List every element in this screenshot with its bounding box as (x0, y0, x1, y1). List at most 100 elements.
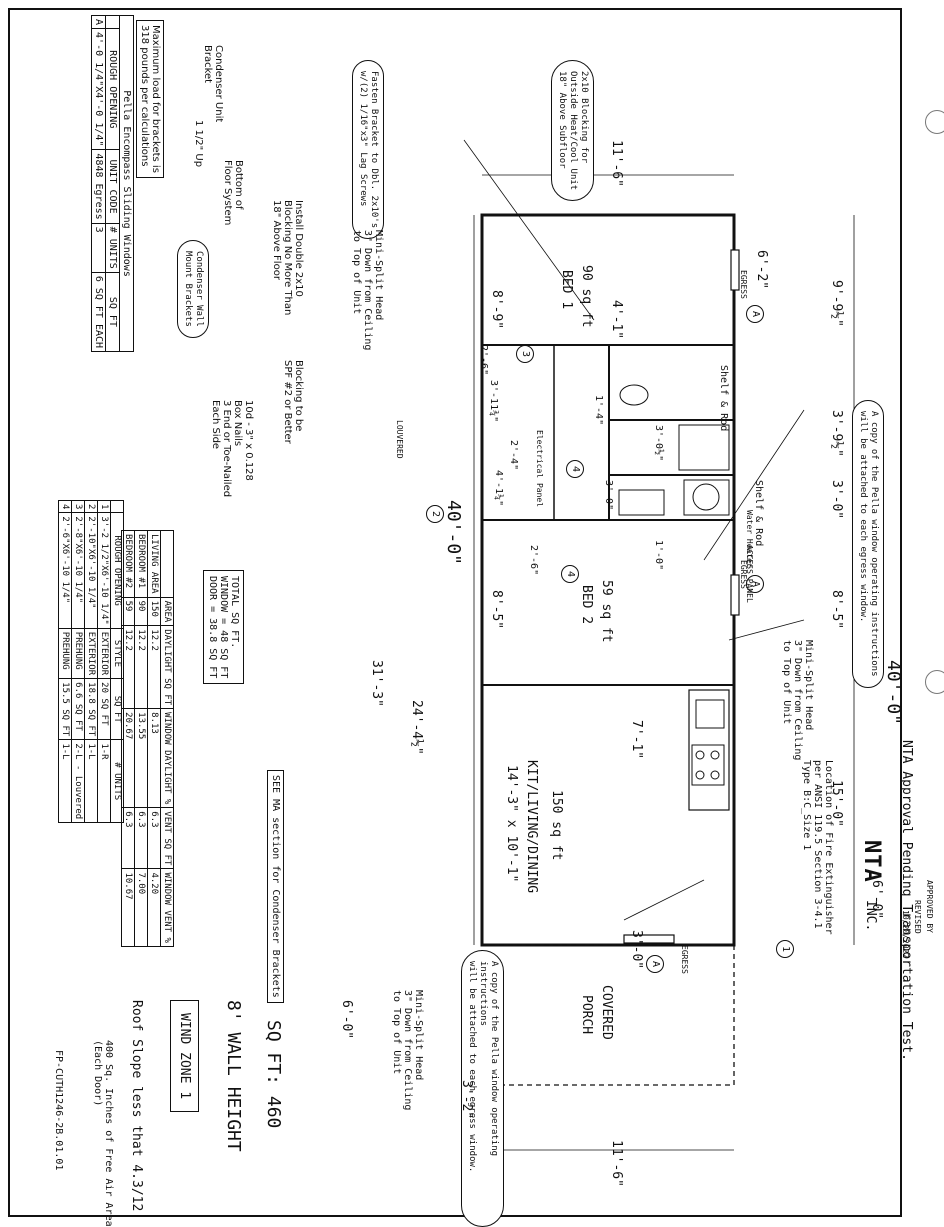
fasten-note: Fasten Bracket to Dbl. 2x10's w/(2) 1/16… (352, 60, 384, 240)
cell: 6.6 SQ FT (71, 678, 85, 740)
dim-bed1-inner: 6'-2" (754, 250, 769, 290)
dim-small-3: 2'-4" (508, 440, 519, 471)
bottom-floor-note: Bottom of Floor System (222, 160, 244, 225)
window-table-title: Pella Encompass Sliding Windows (119, 15, 134, 352)
dim-living-to-bed2: 31'-3" (369, 660, 384, 707)
dim-kitchen: 7'-1" (629, 720, 644, 760)
bed2-area: 59 sq ft (599, 580, 614, 643)
free-air-note: 400 Sq. Inches of Free Air Area (Each Do… (92, 1040, 114, 1227)
dim-width-top: 11'-6" (609, 140, 624, 187)
note-line: Box Nails (232, 400, 243, 447)
tag-4a: 4 (566, 460, 584, 478)
cell: 1-L (58, 739, 72, 823)
col-header: VENT SQ FT (160, 807, 174, 869)
dim-porch-left: 6'-0" (339, 1000, 354, 1040)
cell: 6 SQ FT EACH (91, 272, 106, 352)
tag-1: 1 (776, 940, 794, 958)
dim-small-1: 2'-6" (478, 345, 489, 376)
note-line: 3" Down from Ceiling (362, 230, 373, 351)
dim-bed2-left: 8'-5" (489, 590, 504, 630)
col-header: UNIT CODE (105, 149, 120, 224)
col-header: # UNITS (105, 223, 120, 273)
dim-bath-b: 3'-0" (829, 480, 844, 520)
dim-porch-right: 6'-0" (869, 880, 884, 920)
note-line: Maximum load for brackets is (150, 25, 161, 173)
cell: LIVING AREA (147, 530, 161, 598)
dim-small-4: 4'-1¼" (493, 470, 504, 507)
note-line: Fasten Bracket to Dbl. 2x10's (369, 71, 379, 229)
dim-closet-1: 4'-1" (609, 300, 624, 340)
table-row: A 4'-0 1/4"X4'-0 1/4" 4848 Egress 3 6 SQ… (91, 15, 106, 352)
cell: 6.3 (134, 807, 148, 869)
note-line: Blocking No More Than (282, 200, 293, 316)
note-line: A copy of the Pella window operating ins… (869, 411, 879, 677)
note-line: 318 pounds per calculations (139, 25, 150, 167)
col-header: SQ FT (105, 272, 120, 352)
note-line: 10d - 3" x 0.128 (243, 400, 254, 481)
tag-2: 2 (426, 505, 444, 523)
leader-4 (623, 879, 705, 921)
approved-by: APPROVED BY (925, 880, 934, 933)
egress-label-3: EGRESS (680, 945, 689, 974)
drawing-id: FP-CUTH1246-2B.01.01 (53, 1050, 64, 1171)
note-line: Condenser Unit (213, 45, 224, 123)
note-line: Bottom of (233, 160, 244, 210)
note-line: to Top of Unit (781, 640, 792, 725)
vanity (618, 489, 665, 516)
note-line: TOTAL SQ FT. (229, 576, 240, 649)
note-line: Mini-Split Head (413, 990, 424, 1081)
tag-cell: 2 (84, 500, 98, 513)
shelf-rod-1: Shelf & Rod (718, 365, 729, 432)
note-line: to Top of Unit (391, 990, 402, 1075)
cell: BEDROOM #1 (134, 530, 148, 598)
toilet (619, 384, 649, 406)
dim-closet-2: 3'-0½" (653, 425, 664, 462)
cell: 2-L - Louvered (71, 739, 85, 823)
electrical-panel: Electrical Panel (535, 430, 544, 508)
tag-cell: 3 (71, 500, 85, 513)
note-line: 18" Above Subfloor (557, 71, 567, 169)
nta-approval: NTA Approval Pending Transportation Test… (899, 740, 914, 1061)
note-line: Bracket (202, 45, 213, 84)
note-line: Blocking to be (293, 360, 304, 432)
wall-mount-note: Condenser Wall Mount Brackets (177, 240, 209, 338)
cell: 4.20 (147, 868, 161, 947)
note-line: A copy of the Pella window operating ins… (478, 961, 499, 1157)
nta-logo: NTA (859, 840, 884, 883)
cell: 2'-10"X6'-10 1/4" (84, 512, 98, 629)
dim-closet-3: 1'-4" (593, 395, 604, 426)
col-header: STYLE (110, 628, 124, 679)
col-header: ROUGH OPENING (110, 512, 124, 629)
see-ma-note: SEE MA section for Condenser Brackets (267, 770, 284, 1003)
pella-note-1: A copy of the Pella window operating ins… (852, 400, 884, 688)
install-note: Install Double 2x10 Blocking No More Tha… (271, 200, 304, 315)
note-line: Mount Brackets (183, 251, 193, 327)
cell: 3'-2 1/2"X6'-10 1/4" (97, 512, 111, 629)
revised-date: 10/20/2022 (901, 910, 910, 959)
col-tag (110, 500, 124, 513)
cell: 8.13 (147, 708, 161, 808)
note-line: 3" Down from Ceiling (792, 640, 803, 761)
note-line: 3 End or Toe-Nailed (221, 400, 232, 498)
sqft-total: SQ FT: 460 (263, 1020, 284, 1129)
cell: 15.5 SQ FT (58, 678, 72, 740)
dim-bed1-left: 8'-9" (489, 290, 504, 330)
dim-overall-top: 40'-0" (883, 660, 904, 726)
note-line: Mini-Split Head (803, 640, 814, 731)
minisplit-note-1: Mini-Split Head 3" Down from Ceiling to … (351, 230, 384, 350)
up-note: 1 1/2" Up (193, 120, 204, 168)
minisplit-note-2: Mini-Split Head 3" Down from Ceiling to … (781, 640, 814, 760)
sink (695, 699, 725, 729)
tag-3: 3 (516, 345, 534, 363)
living-area: 150 sq ft (549, 790, 564, 861)
note-line: WINDOW = 48 SQ FT (218, 576, 229, 679)
cell: 4'-0 1/4"X4'-0 1/4" (91, 28, 106, 150)
blocking-spf-note: Blocking to be SPF #2 or Better (282, 360, 304, 444)
note-line: Outside Heat/Cool Unit (568, 71, 578, 191)
